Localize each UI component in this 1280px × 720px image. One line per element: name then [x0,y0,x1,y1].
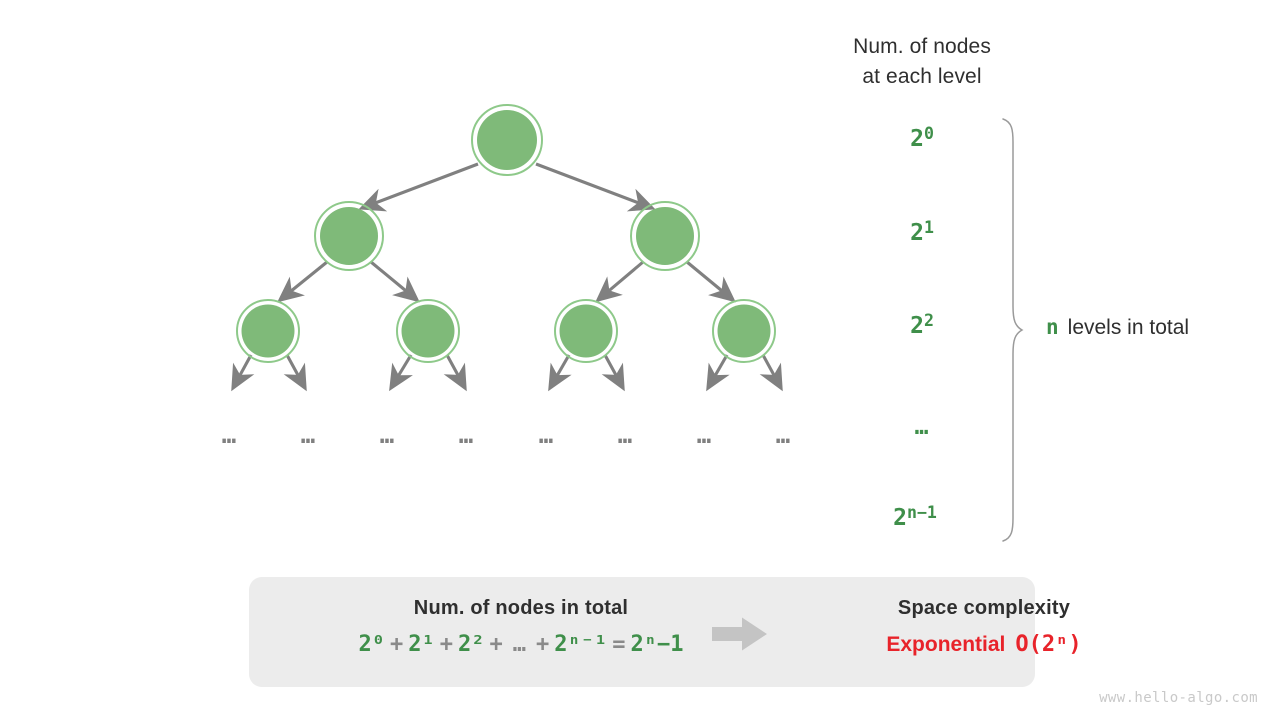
level-count-exponent: 1 [923,217,934,237]
formula-term-0: 2⁰ [358,632,386,657]
summary-right-column: Space complexity Exponential O(2ⁿ) [789,597,1179,657]
level-count-exponent: 2 [923,310,934,330]
tree-ellipsis: … [380,421,394,449]
levels-brace [1002,118,1024,542]
complexity-word: Exponential [886,633,1006,656]
complexity-notation: O(2ⁿ) [1015,632,1082,657]
tree-ellipsis: … [539,421,553,449]
level-count-exponent: 0 [923,123,934,143]
tree-dangling-edges [231,354,783,392]
summary-formula: 2⁰+2¹+2²+…+2ⁿ⁻¹=2ⁿ−1 [301,632,741,657]
formula-plus: + [390,632,404,657]
level-count-ellipsis: … [914,414,930,440]
column-caption: Num. of nodes at each level [812,32,1032,92]
level-count-base: 2 [893,505,907,531]
level-count-n-1: 2n−1 [855,502,975,531]
level-count-2: 22 [862,310,982,339]
column-caption-line2: at each level [862,65,982,88]
summary-right-title: Space complexity [897,597,1071,619]
tree-node-level-2 [236,299,776,363]
tree-node-level-0 [471,104,543,176]
level-count-exponent: n−1 [906,502,937,522]
tree-ellipsis: … [697,421,711,449]
tree-ellipsis: … [618,421,632,449]
levels-total-annotation: n levels in total [1046,315,1189,340]
level-count-base: 2 [910,313,924,339]
level-count-base: 2 [910,220,924,246]
tree-ellipsis: … [301,421,315,449]
watermark: www.hello-algo.com [1099,690,1258,706]
formula-plus: + [536,632,550,657]
summary-complexity: Exponential O(2ⁿ) [789,632,1179,657]
formula-plus: + [439,632,454,657]
level-count-1: 21 [862,217,982,246]
summary-box: Num. of nodes in total 2⁰+2¹+2²+…+2ⁿ⁻¹=2… [249,577,1082,687]
formula-term-1: 2¹ [408,632,435,657]
formula-term-2: 2² [458,632,485,657]
tree-node-level-1 [314,201,700,271]
formula-ellipsis: … [512,632,527,657]
level-count-0: 20 [862,123,982,152]
levels-total-text: levels in total [1067,316,1190,339]
arrow-right-icon [712,617,767,651]
column-caption-line1: Num. of nodes [853,35,991,58]
tree-ellipsis-row: … … … … … … … … [222,421,790,449]
tree-ellipsis: … [459,421,473,449]
summary-left-title: Num. of nodes in total [413,597,629,619]
tree-edges [277,162,736,303]
level-count-base: 2 [910,126,924,152]
formula-term-4: 2ⁿ⁻¹ [554,632,608,657]
summary-left-column: Num. of nodes in total 2⁰+2¹+2²+…+2ⁿ⁻¹=2… [301,597,741,657]
tree-ellipsis: … [222,421,236,449]
tree-ellipsis: … [776,421,790,449]
formula-plus: + [489,632,503,657]
formula-result: 2ⁿ−1 [630,632,684,657]
formula-equals: = [612,632,626,657]
levels-total-variable: n [1046,315,1059,339]
